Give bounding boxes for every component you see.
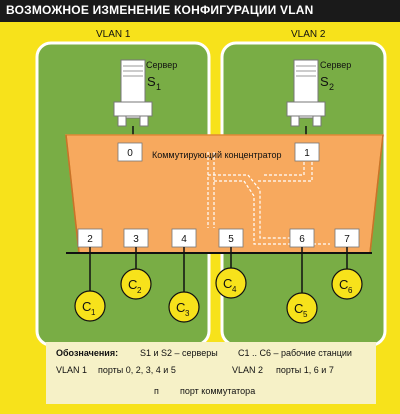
station-c6-letter: C	[339, 277, 348, 292]
server1-letter: S	[147, 74, 156, 89]
station-c3	[168, 291, 200, 323]
port-label-2: 2	[87, 234, 93, 245]
station-c5	[286, 292, 318, 324]
station-c2	[120, 268, 152, 300]
station-c1	[74, 290, 106, 322]
port-label-6: 6	[299, 234, 305, 245]
station-links	[66, 247, 372, 294]
server2-subscript: 2	[329, 82, 334, 92]
hub-label: Коммутирующий концентратор	[152, 150, 282, 160]
vlan1-label: VLAN 1	[96, 29, 131, 40]
vlan2-label: VLAN 2	[291, 29, 326, 40]
station-c3-sub: 3	[185, 309, 190, 318]
port-label-7: 7	[344, 234, 350, 245]
station-c1-letter: C	[82, 299, 91, 314]
legend-servers: S1 и S2 – серверы	[140, 348, 218, 358]
hub-ports: 0 1 2 3 4 5 6 7	[77, 142, 360, 248]
port-label-3: 3	[133, 234, 139, 245]
port-1	[294, 142, 320, 162]
server2-letter: S	[320, 74, 329, 89]
station-c5-letter: C	[294, 301, 303, 316]
port-label-4: 4	[181, 234, 187, 245]
diagram-title: ВОЗМОЖНОЕ ИЗМЕНЕНИЕ КОНФИГУРАЦИИ VLAN	[6, 3, 314, 17]
port-0	[117, 142, 143, 162]
server1-subscript: 1	[156, 82, 161, 92]
legend-vlan1-ports: порты 0, 2, 3, 4 и 5	[98, 365, 176, 375]
station-c3-letter: C	[176, 300, 185, 315]
legend: Обозначения: S1 и S2 – серверы C1 .. C6 …	[46, 342, 376, 404]
server2-word: Сервер	[320, 60, 351, 70]
legend-vlan2-name: VLAN 2	[232, 365, 264, 375]
server1-word: Сервер	[146, 60, 177, 70]
station-c1-sub: 1	[91, 308, 96, 317]
station-c6	[331, 268, 363, 300]
port-label-1: 1	[304, 148, 310, 159]
title-bar: ВОЗМОЖНОЕ ИЗМЕНЕНИЕ КОНФИГУРАЦИИ VLAN	[0, 0, 400, 22]
workstations: C 1 C 2 C 3 C 4 C 5 C 6	[74, 267, 363, 324]
legend-port-symbol: п	[154, 386, 159, 396]
server2-icon	[286, 59, 326, 127]
port-label-0: 0	[127, 148, 133, 159]
station-c4	[215, 267, 247, 299]
station-c5-sub: 5	[303, 310, 308, 319]
port-label-5: 5	[228, 234, 234, 245]
legend-vlan2-ports: порты 1, 6 и 7	[276, 365, 334, 375]
server1-icon	[113, 59, 153, 127]
station-c4-letter: C	[223, 276, 232, 291]
station-c6-sub: 6	[348, 286, 353, 295]
legend-stations: C1 .. C6 – рабочие станции	[238, 348, 352, 358]
station-c4-sub: 4	[232, 285, 237, 294]
station-c2-sub: 2	[137, 286, 142, 295]
legend-port-text: порт коммутатора	[180, 386, 256, 396]
internal-vlan-links	[207, 152, 330, 245]
station-c2-letter: C	[128, 277, 137, 292]
legend-vlan1-name: VLAN 1	[56, 365, 88, 375]
legend-heading: Обозначения:	[56, 348, 119, 358]
